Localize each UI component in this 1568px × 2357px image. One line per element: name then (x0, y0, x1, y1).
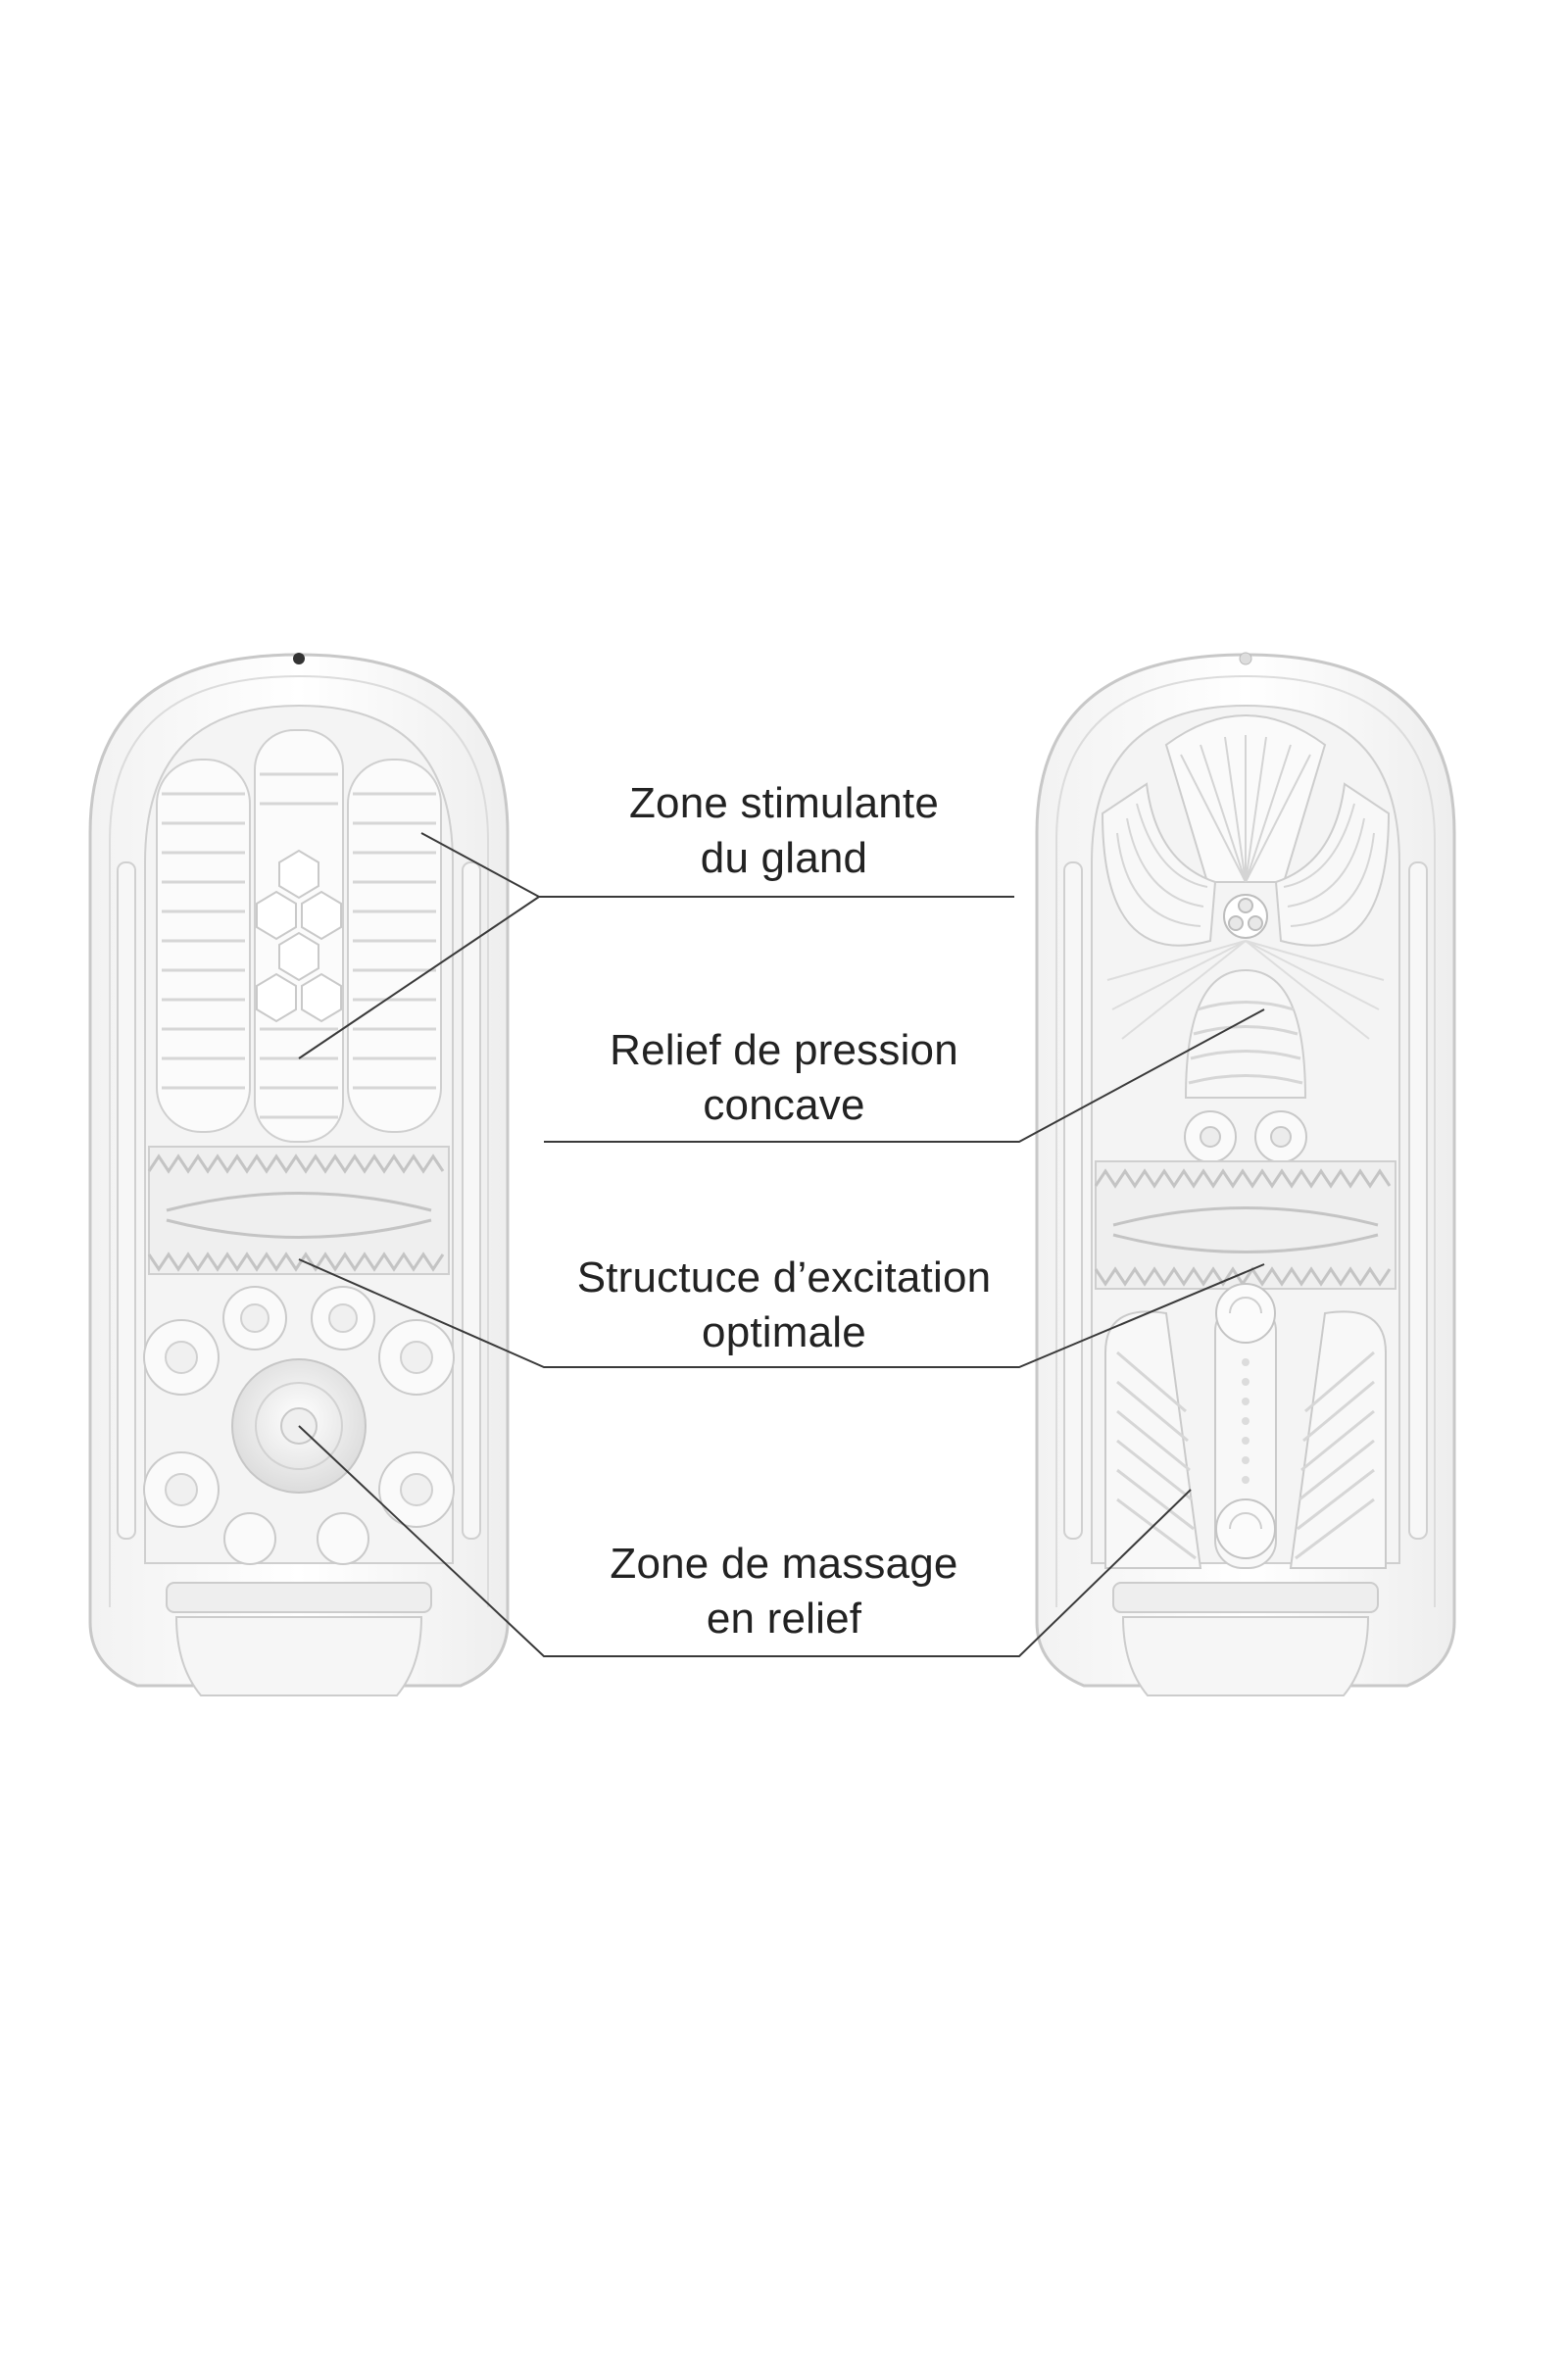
label-zone-massage-line2: en relief (706, 1595, 862, 1643)
left-device-cutaway-illustration (88, 653, 510, 1696)
label-zone-stimulante-line2: du gland (700, 834, 868, 882)
right-device-cutaway-illustration (1035, 652, 1456, 1696)
label-zone-massage: Zone de massage en relief (559, 1537, 1009, 1646)
leader-line-excitation (298, 1258, 1265, 1368)
label-structure-excitation-line2: optimale (702, 1308, 866, 1356)
label-relief-pression-line2: concave (703, 1081, 865, 1129)
label-relief-pression: Relief de pression concave (559, 1023, 1009, 1133)
label-zone-stimulante: Zone stimulante du gland (559, 776, 1009, 886)
label-structure-excitation: Structuce d’excitation optimale (559, 1251, 1009, 1360)
leader-line-gland-branch (298, 896, 540, 1059)
leader-line-massage (298, 1425, 1192, 1657)
label-structure-excitation-line1: Structuce d’excitation (576, 1253, 992, 1301)
label-relief-pression-line1: Relief de pression (610, 1026, 958, 1074)
label-zone-stimulante-line1: Zone stimulante (628, 779, 940, 827)
leader-line-pression (544, 1008, 1265, 1143)
label-zone-massage-line1: Zone de massage (610, 1540, 958, 1588)
